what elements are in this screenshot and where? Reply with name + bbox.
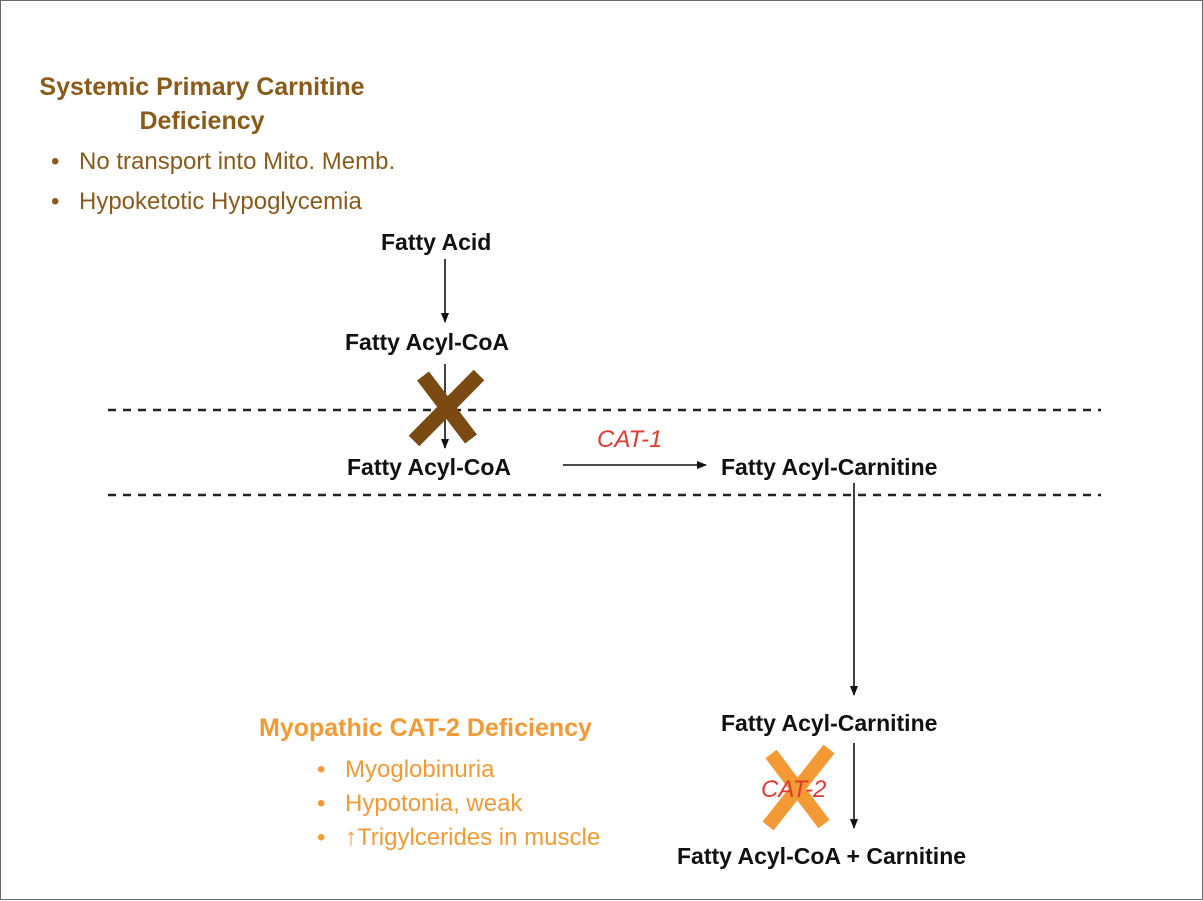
myopathic-deficiency-title: Myopathic CAT-2 Deficiency <box>259 714 592 742</box>
final-products-node: Fatty Acyl-CoA + Carnitine <box>677 843 967 869</box>
fatty-acyl-coa-cytosol-node: Fatty Acyl-CoA <box>345 329 509 355</box>
cat2-block-x-icon <box>762 744 835 831</box>
fatty-acyl-coa-membrane-node: Fatty Acyl-CoA <box>347 454 511 480</box>
systemic-deficiency-title-line1: Systemic Primary Carnitine <box>39 73 365 101</box>
fatty-acid-node: Fatty Acid <box>381 229 492 255</box>
up-arrow-icon: ↑ <box>345 824 357 851</box>
fatty-acyl-carnitine-matrix-node: Fatty Acyl-Carnitine <box>721 710 938 736</box>
transport-block-x-icon <box>408 369 485 447</box>
myopathic-deficiency-bullets: Myoglobinuria Hypotonia, weak ↑Trigylcer… <box>315 753 600 855</box>
myopathic-bullet-2: Hypotonia, weak <box>315 787 600 821</box>
systemic-deficiency-title: Systemic Primary Carnitine Deficiency <box>16 70 388 138</box>
enzyme-cat2-label: CAT-2 <box>761 776 827 803</box>
systemic-bullet-2: Hypoketotic Hypoglycemia <box>49 182 395 222</box>
fatty-acyl-carnitine-membrane-node: Fatty Acyl-Carnitine <box>721 454 938 480</box>
systemic-deficiency-bullets: No transport into Mito. Memb. Hypoketoti… <box>49 142 395 222</box>
systemic-bullet-1: No transport into Mito. Memb. <box>49 142 395 182</box>
myopathic-bullet-3-text: Trigylcerides in muscle <box>357 824 601 851</box>
myopathic-bullet-1: Myoglobinuria <box>315 753 600 787</box>
enzyme-cat1-label: CAT-1 <box>597 426 663 453</box>
systemic-deficiency-title-line2: Deficiency <box>139 107 265 135</box>
myopathic-bullet-3: ↑Trigylcerides in muscle <box>315 821 600 855</box>
